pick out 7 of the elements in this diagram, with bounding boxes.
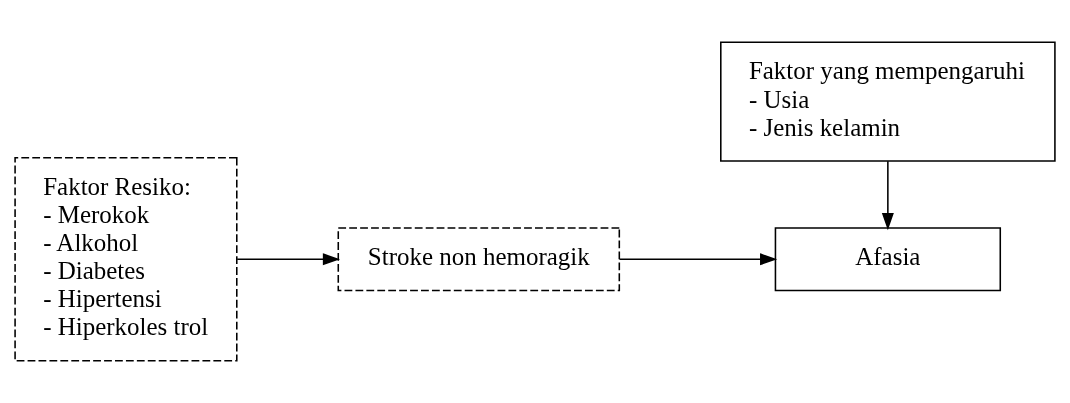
arrow	[881, 160, 894, 231]
node-box: Faktor yang mempengaruhi - Usia - Jenis kelamin	[720, 41, 1056, 162]
node-box: Stroke non hemoragik	[337, 227, 621, 292]
node-box: Afasia	[774, 227, 1002, 292]
node-box: Faktor Resiko: - Merokok - Alkohol - Diabetes - Hipertensi - Hiperkoles trol	[14, 157, 238, 362]
arrow	[236, 253, 341, 266]
arrow	[618, 253, 778, 266]
